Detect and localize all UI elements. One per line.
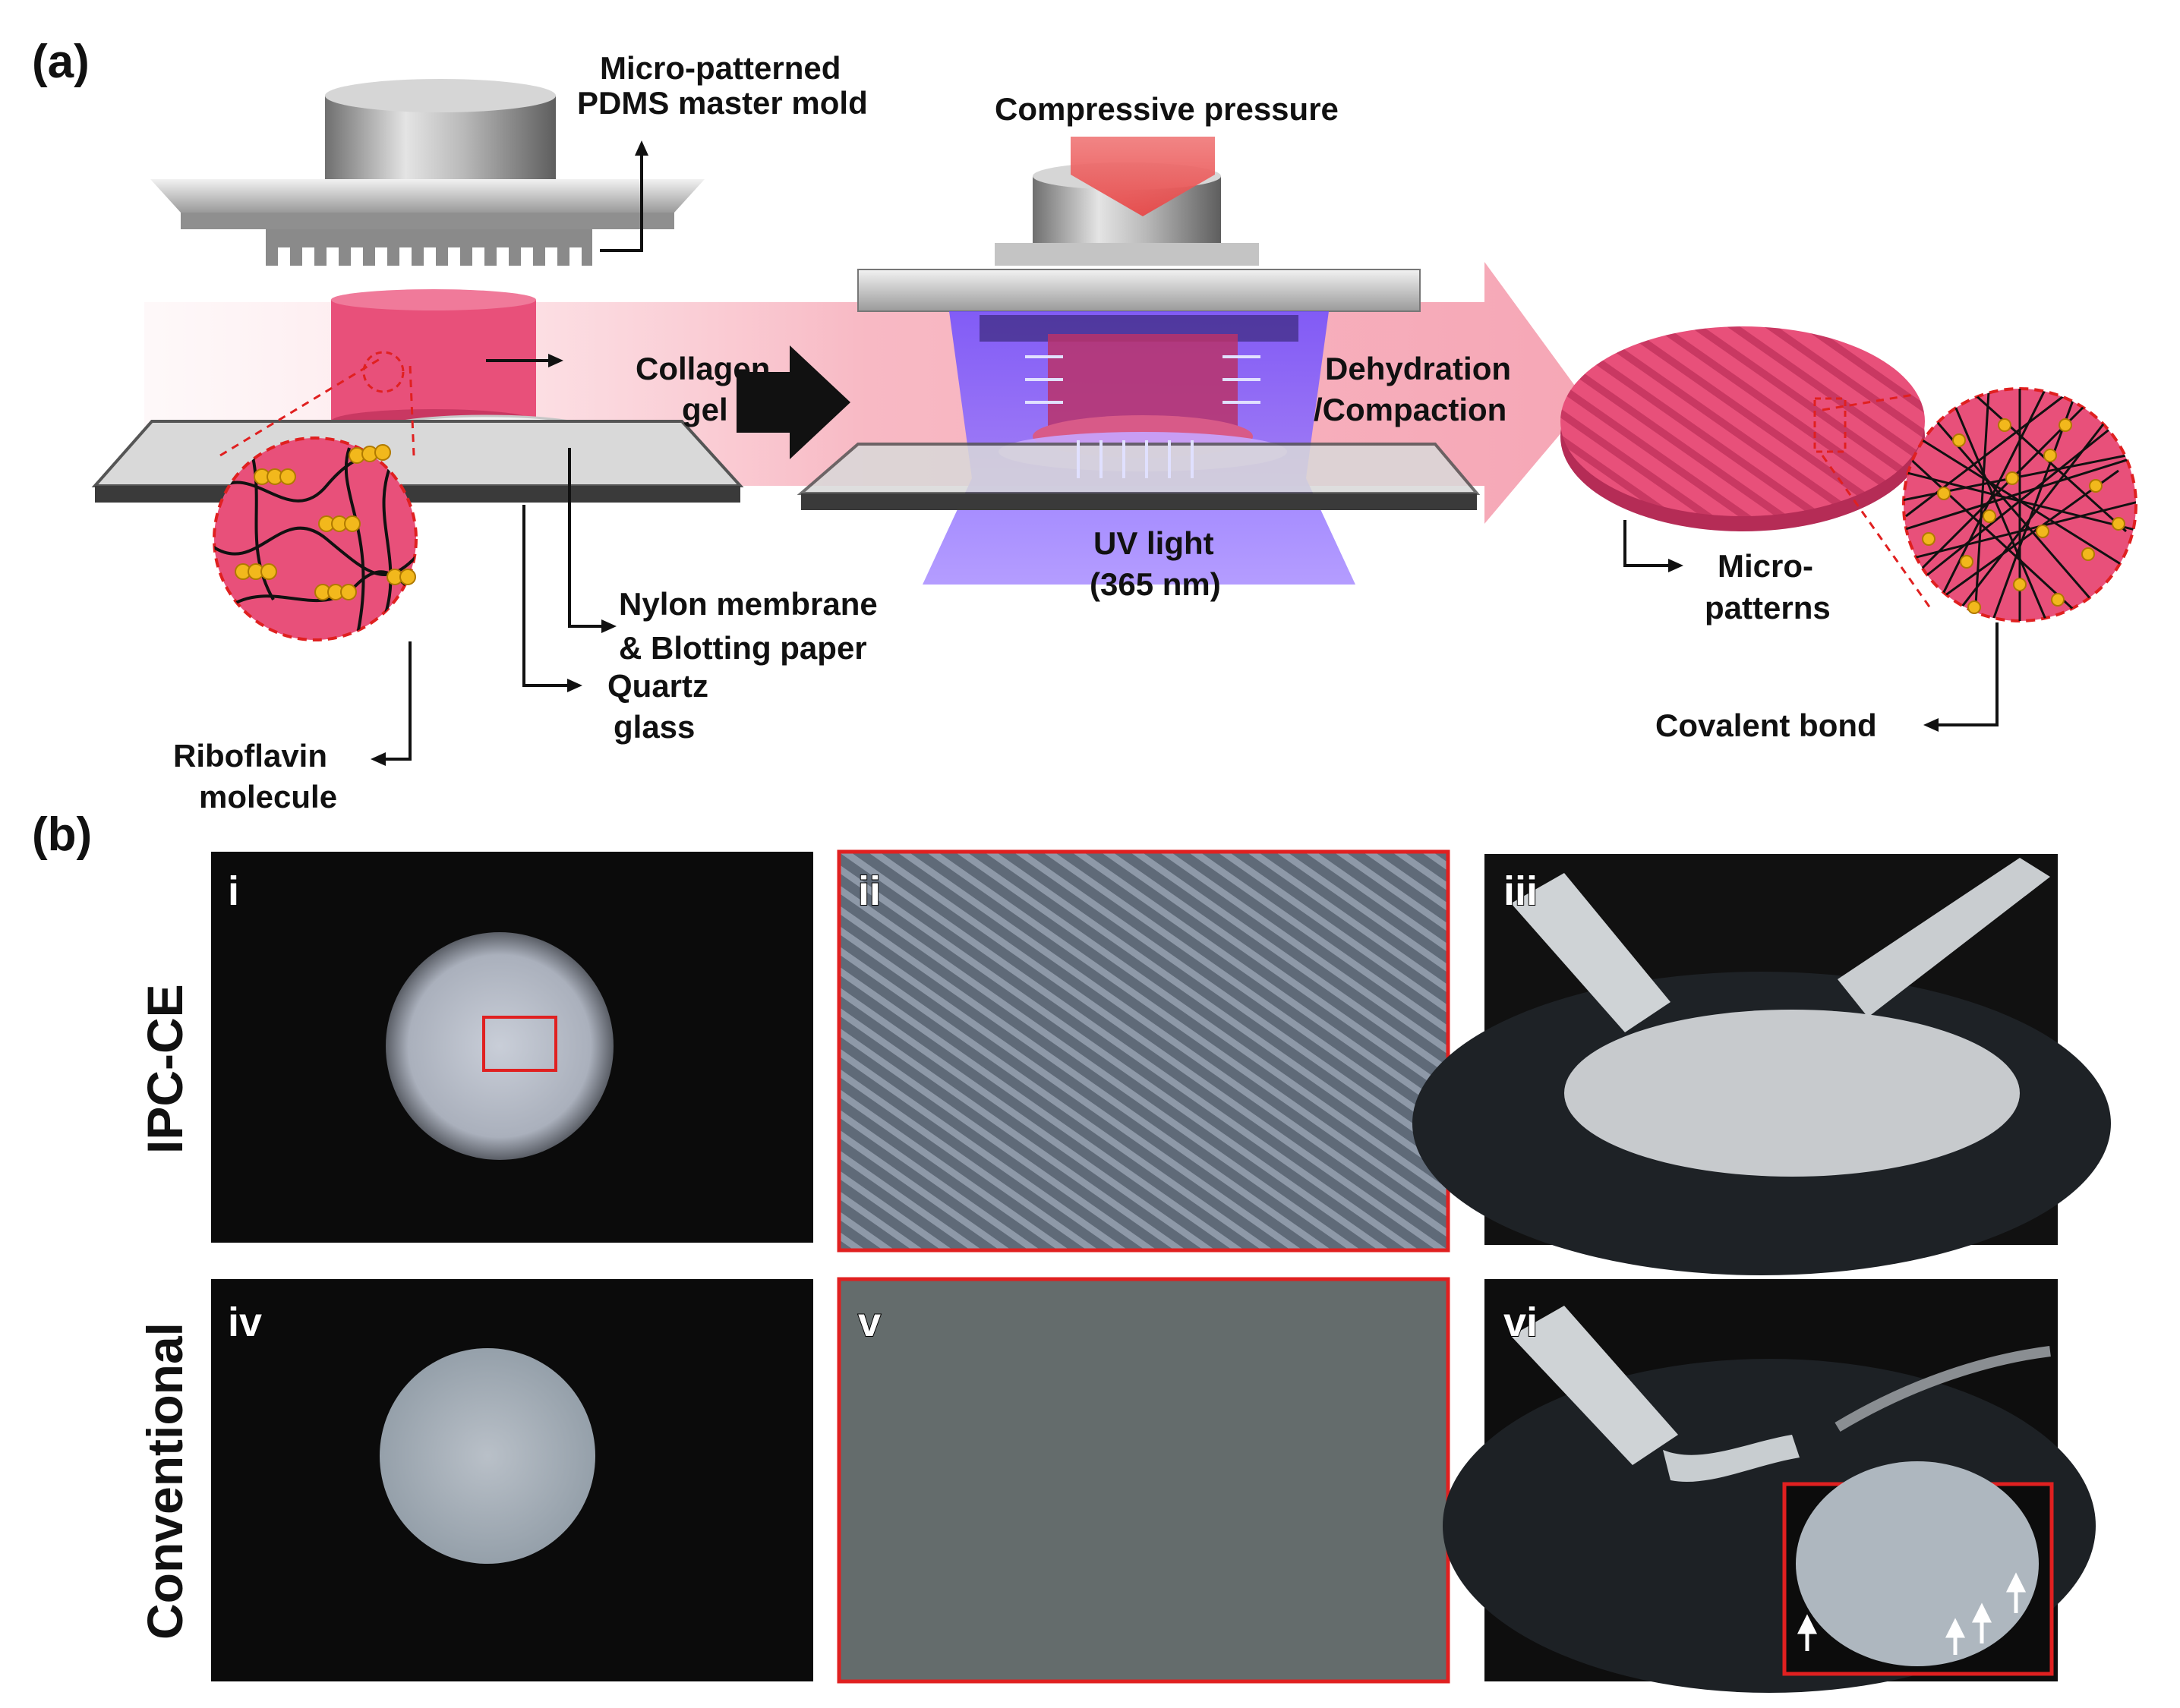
step3-patterned-disk <box>1560 326 1925 531</box>
row-label-ipc-ce: IPC-CE <box>137 984 193 1154</box>
label-riboflavin-1: Riboflavin <box>173 738 327 774</box>
label-micropatterns-2: patterns <box>1705 590 1831 626</box>
subpanel-label-iii: iii <box>1503 868 1538 914</box>
label-quartz-2: glass <box>614 709 695 745</box>
tissue-film <box>1564 1010 2020 1177</box>
pointer-master-mold <box>600 148 643 252</box>
step1-assembly <box>91 79 744 503</box>
panel-b-letter: (b) <box>32 808 92 861</box>
subpanel-label-ii: ii <box>858 868 881 914</box>
label-nylon-1: Nylon membrane <box>619 586 878 622</box>
crosslink-points <box>1922 418 2125 614</box>
label-nylon-2: & Blotting paper <box>619 630 867 666</box>
label-master-mold-2: PDMS master mold <box>577 85 868 121</box>
panel-a-letter: (a) <box>32 36 90 88</box>
label-covalent-bond: Covalent bond <box>1655 707 1877 743</box>
subpanel-ii: ii <box>837 849 1450 1253</box>
quartz-glass <box>91 420 744 487</box>
pressure-arrow <box>1071 137 1215 216</box>
step-arrow <box>737 345 850 459</box>
mold-plate <box>150 179 705 213</box>
subpanel-label-vi: vi <box>1503 1300 1538 1345</box>
pointer-riboflavin <box>380 641 412 761</box>
covalent-zoom <box>1813 387 2137 622</box>
tweezer-vi <box>1511 1306 1678 1465</box>
ipc-ce-disk <box>386 932 614 1160</box>
subpanel-i: i <box>211 852 813 1243</box>
label-quartz-1: Quartz <box>607 668 708 704</box>
label-compressive-pressure: Compressive pressure <box>995 91 1339 127</box>
subpanel-vi: vi <box>1443 1279 2096 1693</box>
pointer-quartz <box>522 505 573 687</box>
subpanel-iii: iii <box>1412 854 2111 1275</box>
subpanel-label-i: i <box>228 868 239 914</box>
label-collagen-2: gel <box>682 392 728 427</box>
step2-compression: Compressive pressure UV light (365 nm) <box>797 91 1481 602</box>
subpanel-label-v: v <box>858 1300 881 1345</box>
label-riboflavin-2: molecule <box>199 779 337 815</box>
subpanel-v: v <box>837 1277 1450 1684</box>
label-uv-2: (365 nm) <box>1090 566 1221 602</box>
subpanel-iv: iv <box>211 1279 813 1681</box>
inset-vi <box>1782 1461 2054 1676</box>
conventional-disk <box>380 1348 595 1564</box>
press-plate <box>857 269 1421 312</box>
edge-arrows <box>1797 1572 2027 1655</box>
tweezer-left <box>1511 873 1670 1032</box>
riboflavin-molecules <box>235 444 416 600</box>
subpanel-label-iv: iv <box>228 1300 262 1345</box>
label-micropatterns-1: Micro- <box>1718 548 1813 584</box>
pointer-nylon <box>568 448 607 628</box>
label-master-mold-1: Micro-patterned <box>600 50 841 86</box>
zoom-region-box <box>482 1016 557 1072</box>
dehydration-arrows <box>1025 355 1260 478</box>
row-label-conventional: Conventional <box>137 1322 193 1640</box>
label-dehydration-1: Dehydration <box>1325 351 1511 386</box>
tweezer-right <box>1838 858 2050 1017</box>
riboflavin-zoom <box>213 351 418 641</box>
pointer-covalent <box>1932 622 1999 726</box>
label-dehydration-2: /Compaction <box>1314 392 1506 427</box>
label-uv-1: UV light <box>1093 525 1214 561</box>
pdms-comb <box>266 229 592 266</box>
pointer-micropatterns <box>1623 520 1674 567</box>
